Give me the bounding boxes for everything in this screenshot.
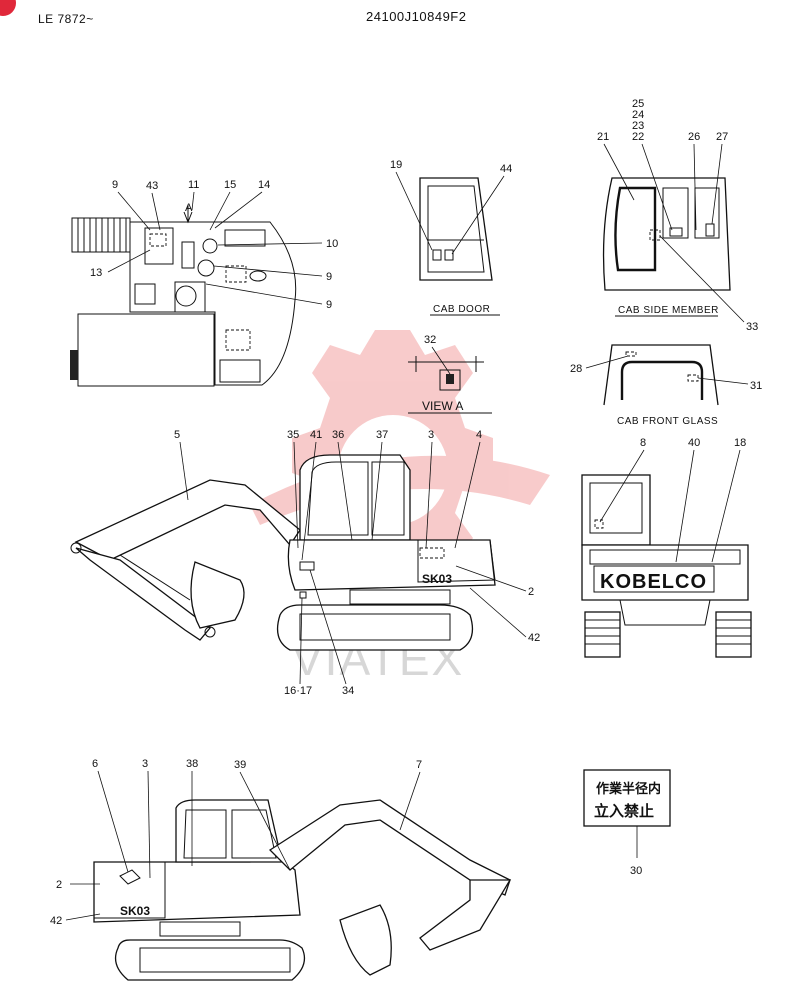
callout-27: 27	[716, 131, 728, 143]
callout-21: 21	[597, 131, 609, 143]
callout-43: 43	[146, 180, 158, 192]
callout-35: 35	[287, 429, 299, 441]
callout-39: 39	[234, 759, 246, 771]
callout-15: 15	[224, 179, 236, 191]
callout-13: 13	[90, 267, 102, 279]
crawler-track-left	[114, 939, 306, 981]
callout-41: 41	[310, 429, 322, 441]
callout-5: 5	[174, 429, 180, 441]
callout-16-17: 16·17	[284, 685, 312, 697]
arm-left	[419, 879, 512, 951]
cab-door-drawing	[419, 177, 493, 281]
callout-32: 32	[424, 334, 436, 346]
callout-25: 25	[632, 98, 644, 110]
callout-2a: 2	[528, 586, 534, 598]
callout-11: 11	[188, 179, 199, 191]
left-view-excavator: SK03	[93, 799, 512, 981]
callout-42b: 42	[50, 915, 62, 927]
callout-10: 10	[326, 238, 338, 250]
callout-9b: 9	[326, 271, 332, 283]
model-decal-right: SK03	[422, 572, 452, 586]
callout-7: 7	[416, 759, 422, 771]
callout-9c: 9	[326, 299, 332, 311]
drawing-number: 24100J10849F2	[366, 9, 467, 24]
top-view-callouts: 9 43 11 15 14 10 13 9 9	[90, 179, 338, 311]
callout-3a: 3	[428, 429, 434, 441]
arm	[75, 547, 211, 641]
callout-40: 40	[688, 437, 700, 449]
top-view-drawing	[70, 205, 297, 387]
crawler-track	[276, 604, 474, 651]
callout-19: 19	[390, 159, 402, 171]
view-a-arrow-label: A	[185, 202, 193, 214]
callout-23: 23	[632, 120, 644, 132]
boom-left	[268, 799, 511, 896]
callout-2b: 2	[56, 879, 62, 891]
callout-33: 33	[746, 321, 758, 333]
callout-37: 37	[376, 429, 388, 441]
callout-26: 26	[688, 131, 700, 143]
callout-44: 44	[500, 163, 512, 175]
callout-4: 4	[476, 429, 482, 441]
callout-14: 14	[258, 179, 270, 191]
callout-3b: 3	[142, 758, 148, 770]
caption-cab-door: CAB DOOR	[433, 304, 490, 315]
callout-22: 22	[632, 131, 644, 143]
callout-8: 8	[640, 437, 646, 449]
callout-28: 28	[570, 363, 582, 375]
side-view-excavator: SK03	[70, 454, 496, 651]
warning-sign-line1: 作業半径内	[596, 781, 661, 796]
callout-38: 38	[186, 758, 198, 770]
bucket-left	[339, 904, 392, 976]
side-view-callouts: 5 35 41 36 37 3 4 2 42 16·17 34	[174, 429, 540, 697]
caption-cab-front-glass: CAB FRONT GLASS	[617, 416, 718, 427]
cab-side-member-drawing	[602, 177, 731, 291]
cab	[299, 454, 411, 541]
callout-30: 30	[630, 865, 642, 877]
callout-18: 18	[734, 437, 746, 449]
view-a-drawing	[408, 356, 484, 391]
callout-24: 24	[632, 109, 644, 121]
callout-6: 6	[92, 758, 98, 770]
serial-range-label: LE 7872~	[38, 12, 94, 26]
upper-structure	[287, 539, 496, 591]
cab-front-glass-drawing	[603, 344, 719, 406]
warning-sign-decal: 作業半径内 立入禁止	[583, 769, 671, 858]
callout-31: 31	[750, 380, 762, 392]
warning-sign-line2: 立入禁止	[594, 802, 654, 820]
kobelco-decal: KOBELCO	[600, 571, 707, 593]
callout-36: 36	[332, 429, 344, 441]
rear-view-excavator: KOBELCO	[581, 474, 752, 658]
bucket	[190, 561, 245, 629]
page-corner-badge	[0, 0, 16, 16]
callout-34: 34	[342, 685, 354, 697]
cab-left	[175, 799, 283, 863]
callout-9a: 9	[112, 179, 118, 191]
model-decal-left: SK03	[120, 904, 150, 918]
left-view-callouts: 6 3 38 39 7 2 42	[50, 758, 422, 927]
caption-cab-side-member: CAB SIDE MEMBER	[618, 305, 719, 316]
callout-42a: 42	[528, 632, 540, 644]
caption-view-a: VIEW A	[422, 399, 463, 413]
